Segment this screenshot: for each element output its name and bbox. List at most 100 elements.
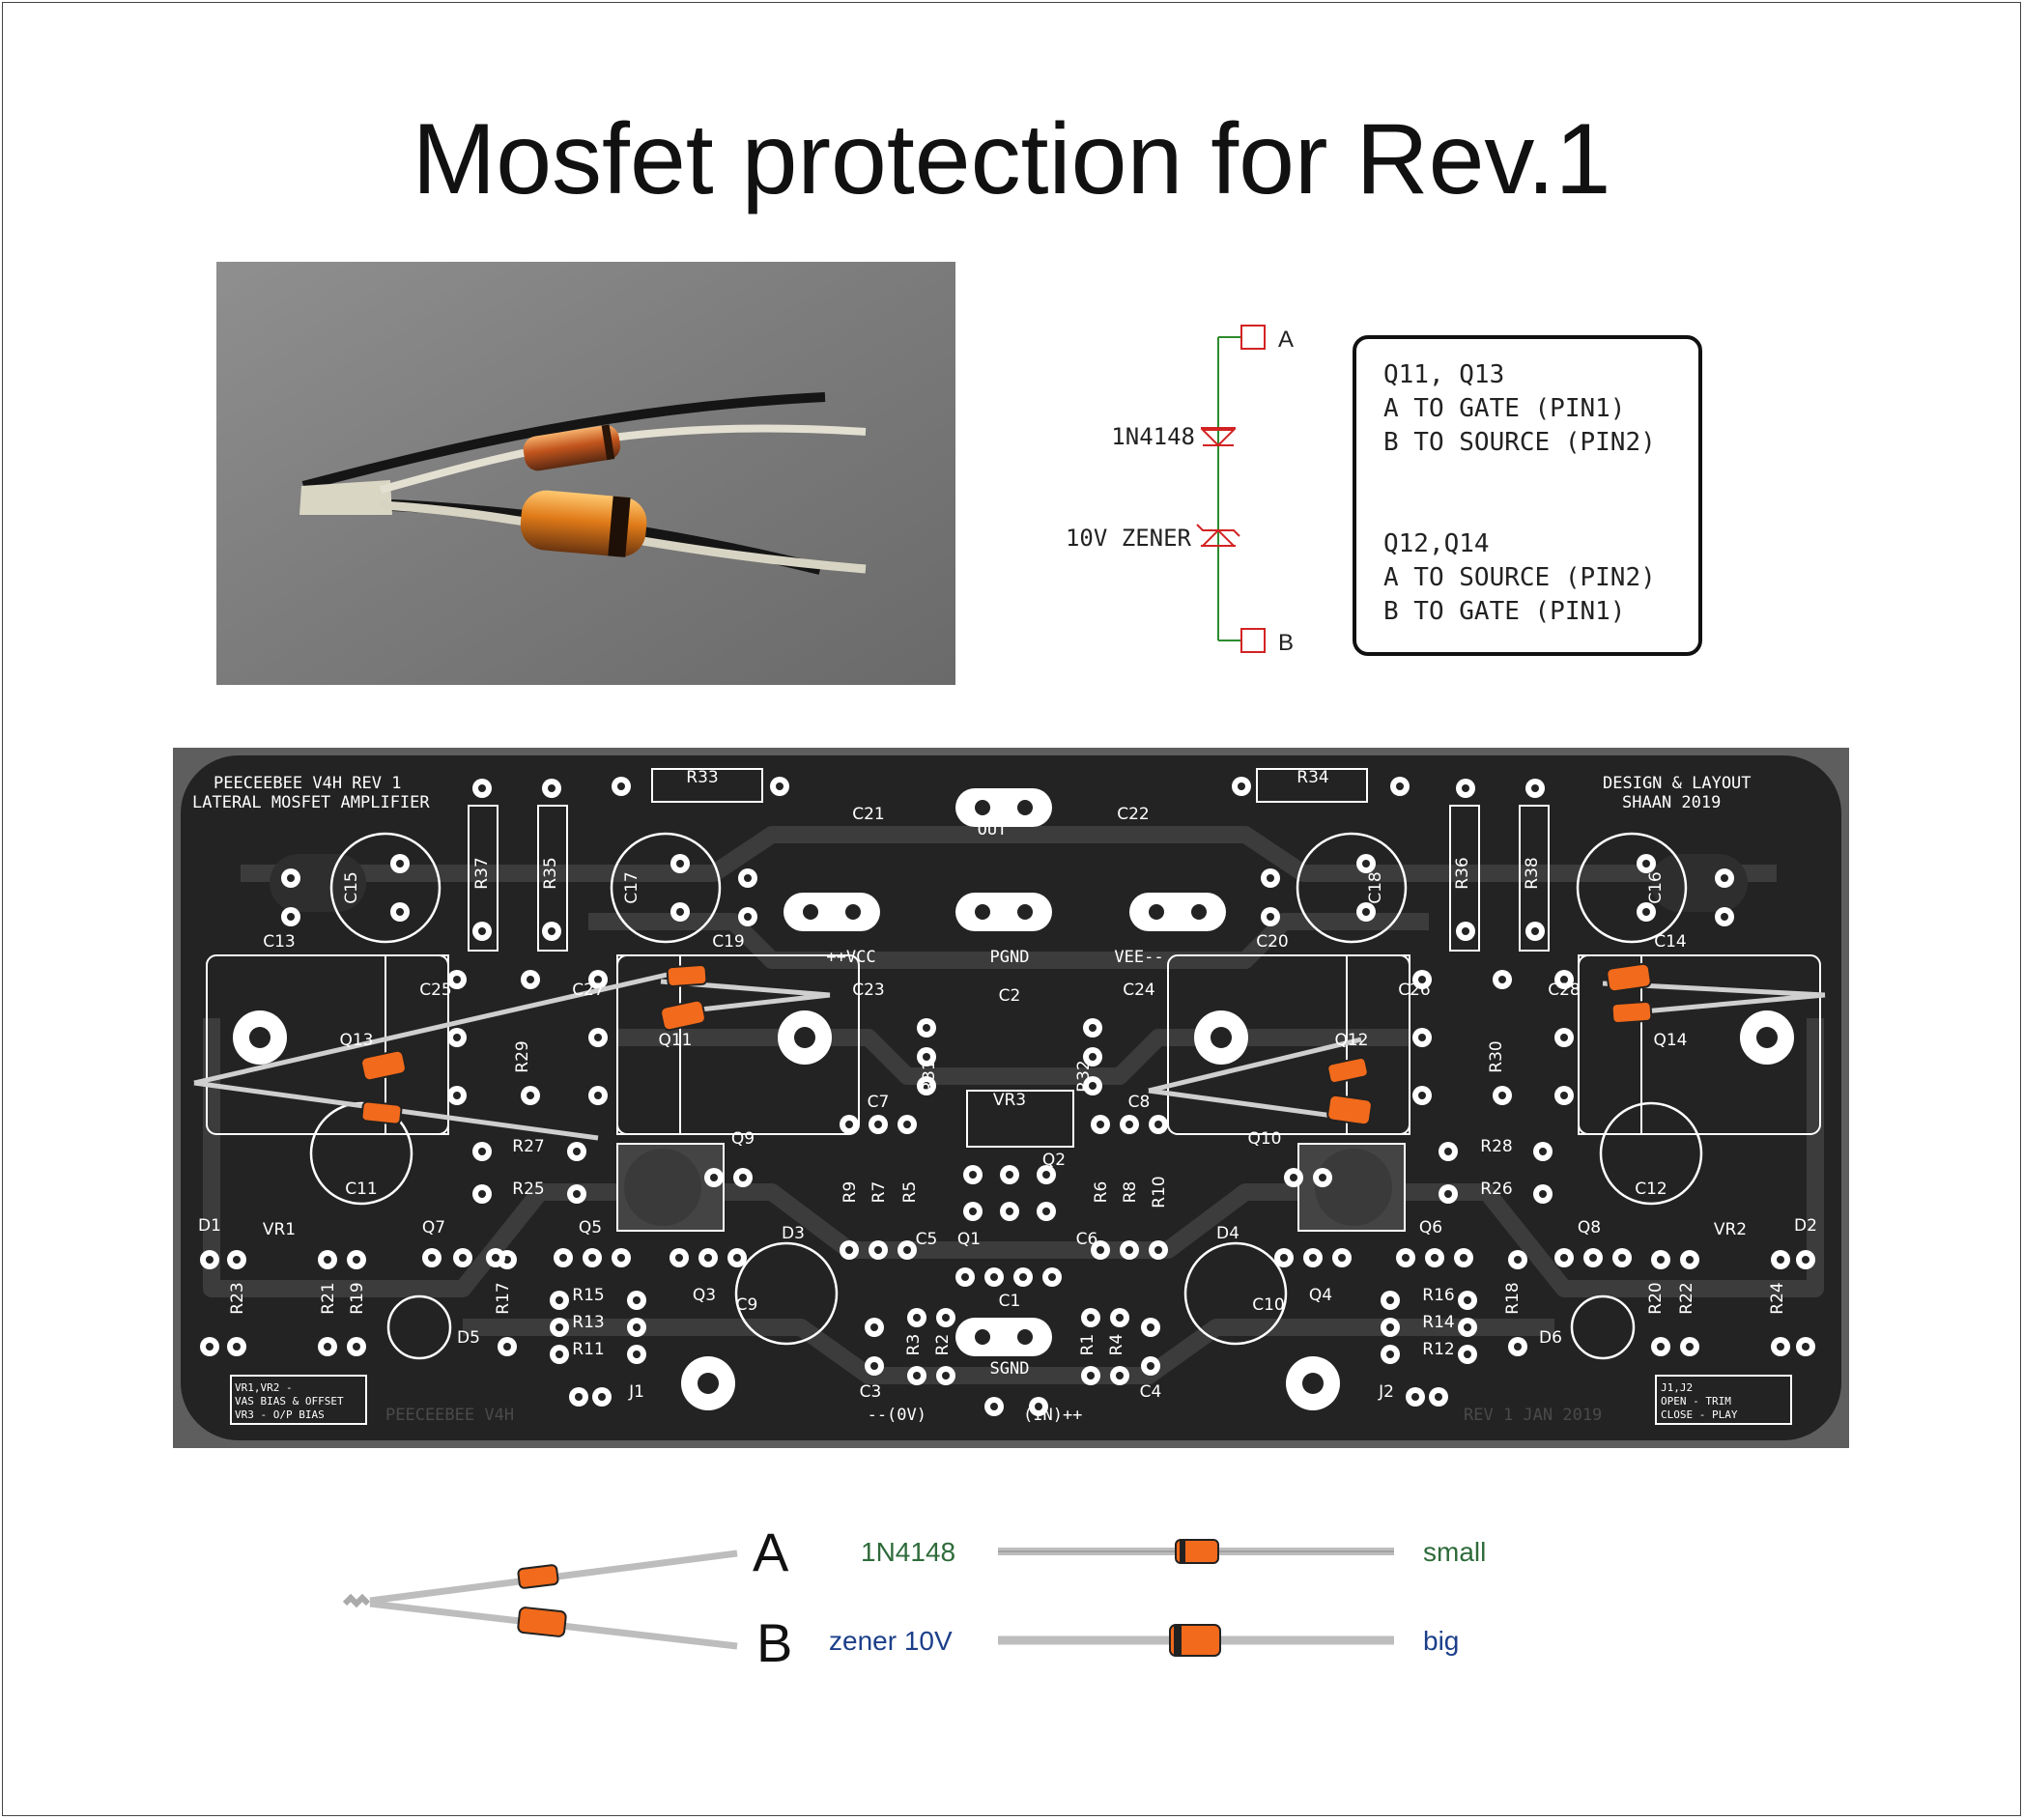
pcb-label-c16: C16 — [1646, 871, 1666, 904]
pcb-label-q9: Q9 — [731, 1129, 755, 1149]
pcb-label-r19: R19 — [348, 1282, 367, 1314]
pcb-label-r38: R38 — [1523, 857, 1542, 889]
terminal-a-pad — [1240, 325, 1266, 350]
pcb-label-c3: C3 — [860, 1382, 882, 1402]
pcb-label-d6: D6 — [1539, 1328, 1562, 1348]
pcb-label-q1: Q1 — [957, 1230, 981, 1249]
legend-big-diode-ref — [1169, 1624, 1221, 1657]
pcb-label-r37: R37 — [472, 857, 492, 889]
pcb-label-r25: R25 — [512, 1180, 544, 1199]
note-group1-line1: A TO GATE (PIN1) — [1383, 394, 1626, 423]
pcb-label-r6: R6 — [1092, 1181, 1111, 1204]
diode-symbol — [1200, 427, 1237, 447]
note-group1-line2: B TO SOURCE (PIN2) — [1383, 428, 1656, 457]
pcb-vee-label: VEE-- — [1114, 948, 1163, 967]
pcb-board: PEECEEBEE V4H REV 1 LATERAL MOSFET AMPLI… — [173, 748, 1849, 1448]
pcb-label-q6: Q6 — [1419, 1218, 1442, 1237]
pcb-label-r27: R27 — [512, 1137, 544, 1156]
terminal-b-label: B — [1278, 630, 1294, 656]
terminal-a-label: A — [1278, 327, 1294, 353]
pcb-label-q10: Q10 — [1247, 1129, 1281, 1149]
pcb-label-c23: C23 — [852, 981, 885, 1000]
pcb-note-vr-1: VR1,VR2 - — [235, 1381, 293, 1394]
pcb-label-r20: R20 — [1646, 1282, 1666, 1314]
pcb-label-r22: R22 — [1677, 1282, 1696, 1314]
pcb-note-j-2: OPEN - TRIM — [1661, 1395, 1731, 1408]
legend-a-label: A — [753, 1521, 789, 1582]
pcb-label-c21: C21 — [852, 805, 885, 824]
pcb-label-r32: R32 — [1074, 1060, 1094, 1092]
zener-symbol — [1196, 524, 1240, 547]
pcb-label-r16: R16 — [1422, 1286, 1454, 1305]
assembly-legend: A B 1N4148 zener 10V small big — [342, 1521, 1486, 1673]
pcb-label-c27: C27 — [572, 981, 605, 1000]
pcb-note-vr-2: VAS BIAS & OFFSET — [235, 1395, 344, 1408]
pcb-label-d2: D2 — [1794, 1216, 1817, 1236]
pcb-label-q12: Q12 — [1334, 1031, 1368, 1050]
pcb-header-right-2: SHAAN 2019 — [1622, 793, 1721, 812]
pcb-label-c11: C11 — [345, 1180, 378, 1199]
pcb-label-d1: D1 — [198, 1216, 221, 1236]
legend-b-label: B — [756, 1612, 792, 1673]
pcb-label-c4: C4 — [1140, 1382, 1162, 1402]
pcb-label-r24: R24 — [1768, 1282, 1787, 1314]
pcb-label-r12: R12 — [1422, 1340, 1454, 1359]
pcb-label-c14: C14 — [1654, 932, 1687, 952]
pcb-label-r34: R34 — [1296, 768, 1328, 787]
pcb-label-c25: C25 — [419, 981, 452, 1000]
pcb-label-vr2: VR2 — [1714, 1220, 1747, 1239]
terminal-b-pad — [1240, 628, 1266, 653]
pcb-label-c10: C10 — [1252, 1295, 1285, 1315]
pcb-label-c24: C24 — [1123, 981, 1155, 1000]
legend-small-diode-ref — [1175, 1539, 1219, 1564]
pcb-label-c6: C6 — [1076, 1230, 1098, 1249]
legend-small-label: small — [1423, 1537, 1486, 1567]
pcb-label-c12: C12 — [1635, 1180, 1667, 1199]
pcb-label-r23: R23 — [228, 1282, 247, 1314]
pcb-label-r30: R30 — [1487, 1040, 1506, 1072]
pcb-label-c18: C18 — [1366, 871, 1385, 904]
pcb-label-c1: C1 — [999, 1292, 1021, 1311]
page-title: Mosfet protection for Rev.1 — [412, 103, 1611, 215]
pcb-label-r2: R2 — [933, 1334, 953, 1356]
pcb-label-c13: C13 — [263, 932, 296, 952]
pcb-label-q3: Q3 — [693, 1286, 716, 1305]
pcb-label-q14: Q14 — [1653, 1031, 1687, 1050]
pcb-label-c5: C5 — [916, 1230, 938, 1249]
pcb-vcc-label: ++VCC — [826, 948, 875, 967]
pcb-label-c17: C17 — [622, 871, 641, 904]
pcb-label-r36: R36 — [1453, 857, 1472, 889]
legend-zener-name: zener 10V — [829, 1626, 953, 1656]
legend-twisted-leads — [342, 1593, 371, 1608]
pcb-label-c7: C7 — [868, 1093, 890, 1112]
pcb-label-r17: R17 — [494, 1282, 513, 1314]
pcb-label-r35: R35 — [541, 857, 560, 889]
pcb-label-r13: R13 — [572, 1313, 604, 1332]
pcb-pgnd-label: PGND — [990, 948, 1030, 967]
note-group2-line1: A TO SOURCE (PIN2) — [1383, 563, 1656, 592]
diode-label: 1N4148 — [1111, 423, 1195, 450]
note-group1-title: Q11, Q13 — [1383, 360, 1505, 389]
pcb-label-q13: Q13 — [339, 1031, 373, 1050]
pcb-label-vr1: VR1 — [263, 1220, 296, 1239]
pcb-label-r5: R5 — [900, 1181, 920, 1204]
pcb-label-j1: J1 — [628, 1382, 644, 1402]
pcb-footer-right: REV 1 JAN 2019 — [1464, 1406, 1602, 1425]
pcb-label-q11: Q11 — [658, 1031, 692, 1050]
protection-schematic: A B 1N4148 10V ZENER — [1066, 325, 1294, 656]
pcb-label-r10: R10 — [1150, 1176, 1169, 1208]
legend-big-diode — [517, 1607, 567, 1637]
pcb-label-r18: R18 — [1503, 1282, 1523, 1314]
pcb-sgnd-label: SGND — [990, 1359, 1030, 1379]
legend-small-diode — [517, 1564, 559, 1589]
pcb-note-j-1: J1,J2 — [1661, 1381, 1693, 1394]
note-group2-title: Q12,Q14 — [1383, 529, 1490, 558]
pcb-label-c28: C28 — [1548, 981, 1581, 1000]
pcb-label-q4: Q4 — [1309, 1286, 1332, 1305]
pcb-label-d3: D3 — [782, 1224, 805, 1243]
pcb-label-c20: C20 — [1256, 932, 1289, 952]
pcb-header-left-1: PEECEEBEE V4H REV 1 — [214, 774, 401, 793]
diode-pair-photo — [216, 262, 955, 685]
pcb-label-r28: R28 — [1480, 1137, 1512, 1156]
pcb-label-c22: C22 — [1117, 805, 1150, 824]
